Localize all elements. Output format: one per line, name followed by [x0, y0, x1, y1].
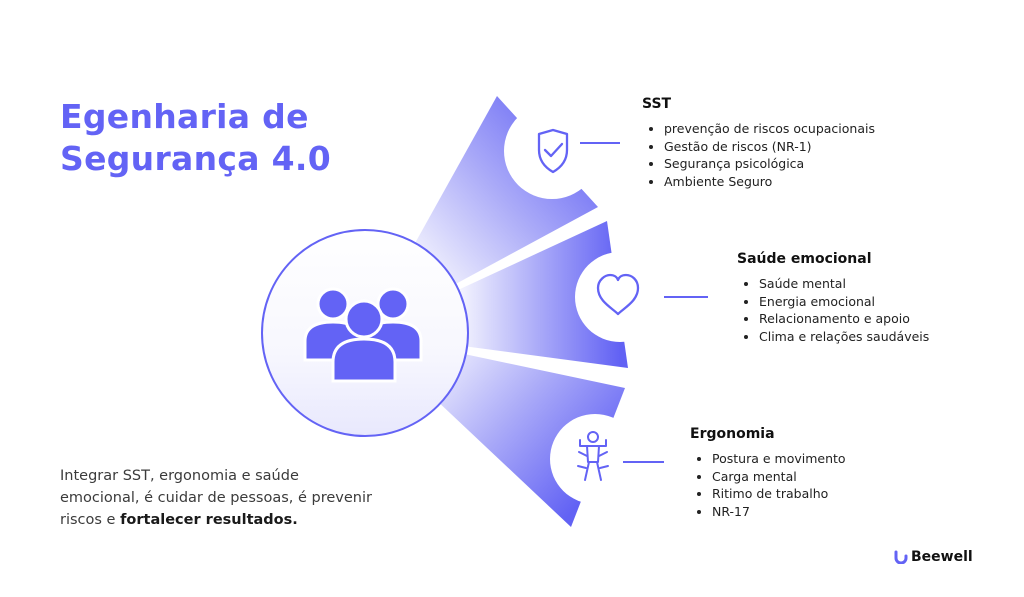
list-item: Clima e relações saudáveis [759, 328, 929, 346]
list-item: NR-17 [712, 503, 846, 521]
icon-circle-saude [575, 252, 665, 342]
list-item: Ritimo de trabalho [712, 485, 846, 503]
section-title-saude-emocional: Saúde emocional [737, 251, 872, 267]
list-item: Gestão de riscos (NR-1) [664, 138, 875, 156]
list-item: Ambiente Seguro [664, 173, 875, 191]
tagline-text: Integrar SST, ergonomia e saúde emociona… [60, 468, 372, 528]
section-saude-emocional: Saúde emocional Saúde mental Energia emo… [737, 251, 929, 345]
heart-icon [596, 273, 640, 316]
page-title: Egenharia de Segurança 4.0 [60, 96, 331, 180]
people-group-icon [303, 287, 423, 383]
tagline: Integrar SST, ergonomia e saúde emociona… [60, 465, 380, 531]
icon-circle-sst [504, 103, 600, 199]
icon-circle-ergonomia [550, 414, 640, 504]
list-item: Postura e movimento [712, 450, 846, 468]
title-line-2: Segurança 4.0 [60, 139, 331, 178]
section-title-sst: SST [642, 96, 672, 112]
section-list-sst: prevenção de riscos ocupacionais Gestão … [642, 120, 875, 190]
section-title-ergonomia: Ergonomia [690, 426, 775, 442]
list-item: Carga mental [712, 468, 846, 486]
brand-mark-icon [894, 550, 908, 564]
brand-name: Beewell [911, 549, 973, 565]
list-item: prevenção de riscos ocupacionais [664, 120, 875, 138]
section-ergonomia: Ergonomia Postura e movimento Carga ment… [690, 426, 846, 520]
list-item: Relacionamento e apoio [759, 310, 929, 328]
ergonomic-body-icon [577, 431, 609, 481]
list-item: Segurança psicológica [664, 155, 875, 173]
shield-check-icon [537, 128, 569, 174]
section-list-saude-emocional: Saúde mental Energia emocional Relaciona… [737, 275, 929, 345]
section-sst: SST prevenção de riscos ocupacionais Ges… [642, 96, 875, 190]
tagline-bold: fortalecer resultados. [120, 512, 298, 528]
section-list-ergonomia: Postura e movimento Carga mental Ritimo … [690, 450, 846, 520]
list-item: Energia emocional [759, 293, 929, 311]
brand-logo: Beewell [894, 549, 973, 565]
list-item: Saúde mental [759, 275, 929, 293]
title-line-1: Egenharia de [60, 97, 309, 136]
